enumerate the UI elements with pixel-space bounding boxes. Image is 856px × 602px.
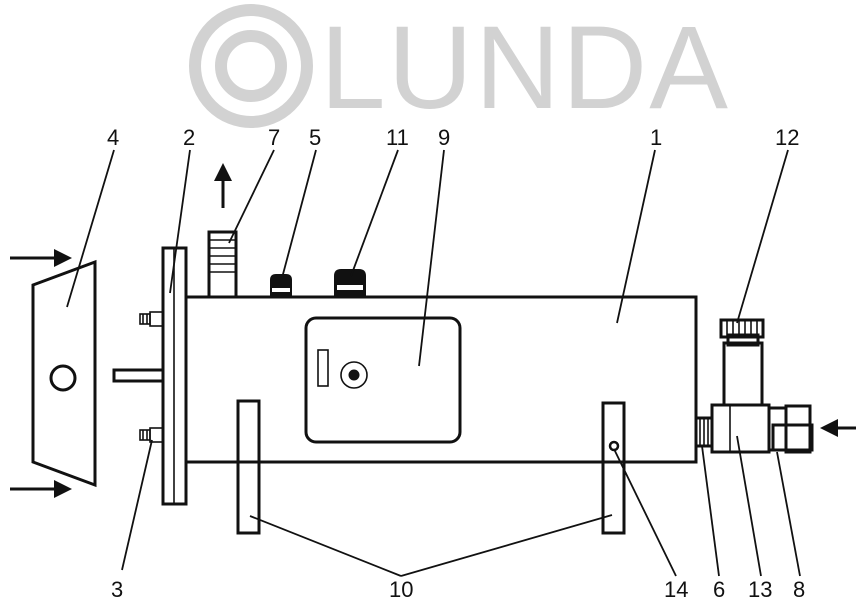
union-nut [767, 404, 814, 454]
airflow-in-arrow-lower [10, 480, 72, 498]
label-10: 10 [389, 577, 413, 602]
label-13: 13 [748, 577, 772, 602]
inlet-nipple [694, 416, 714, 448]
water-in-arrow [820, 419, 856, 437]
control-box-knob [348, 369, 360, 381]
label-11: 11 [386, 125, 409, 150]
valve-knob [719, 318, 765, 339]
watermark-ring-inner [215, 30, 287, 102]
label-4: 4 [107, 125, 119, 150]
cable-gland-small [270, 274, 292, 297]
label-5: 5 [309, 125, 321, 150]
tank-body [184, 295, 698, 464]
watermark-text: LUNDA [320, 2, 730, 134]
valve-body [722, 341, 764, 407]
control-box-slot [317, 349, 329, 387]
label-6: 6 [713, 577, 725, 602]
outlet-flow-arrow [214, 163, 232, 208]
support-leg-left [236, 399, 261, 535]
label-9: 9 [438, 125, 450, 150]
callout-labels: 4 2 7 5 11 9 1 12 3 10 14 6 13 8 [107, 125, 805, 602]
label-3: 3 [111, 577, 123, 602]
label-14: 14 [664, 577, 688, 602]
control-box-knob-ring [340, 361, 368, 389]
heating-rod [112, 368, 165, 383]
cable-gland-large [334, 269, 366, 297]
support-leg-right [601, 401, 626, 535]
fan-cover-hole [49, 364, 77, 392]
label-12: 12 [775, 125, 799, 150]
label-2: 2 [183, 125, 195, 150]
valve-neck [726, 333, 760, 347]
label-8: 8 [793, 577, 805, 602]
label-1: 1 [650, 125, 662, 150]
leader-lines [66, 149, 801, 577]
fan-cover [31, 259, 97, 488]
watermark-ring-outer [189, 4, 313, 128]
control-box [304, 316, 462, 444]
airflow-in-arrow-upper [10, 249, 72, 267]
terminal-upper [139, 311, 164, 327]
terminal-lower [139, 427, 164, 443]
watermark-logo: LUNDA [189, 2, 730, 134]
drain-screw [608, 440, 620, 452]
outlet-pipe [207, 230, 238, 299]
label-7: 7 [268, 125, 280, 150]
tee-fitting [710, 403, 771, 454]
